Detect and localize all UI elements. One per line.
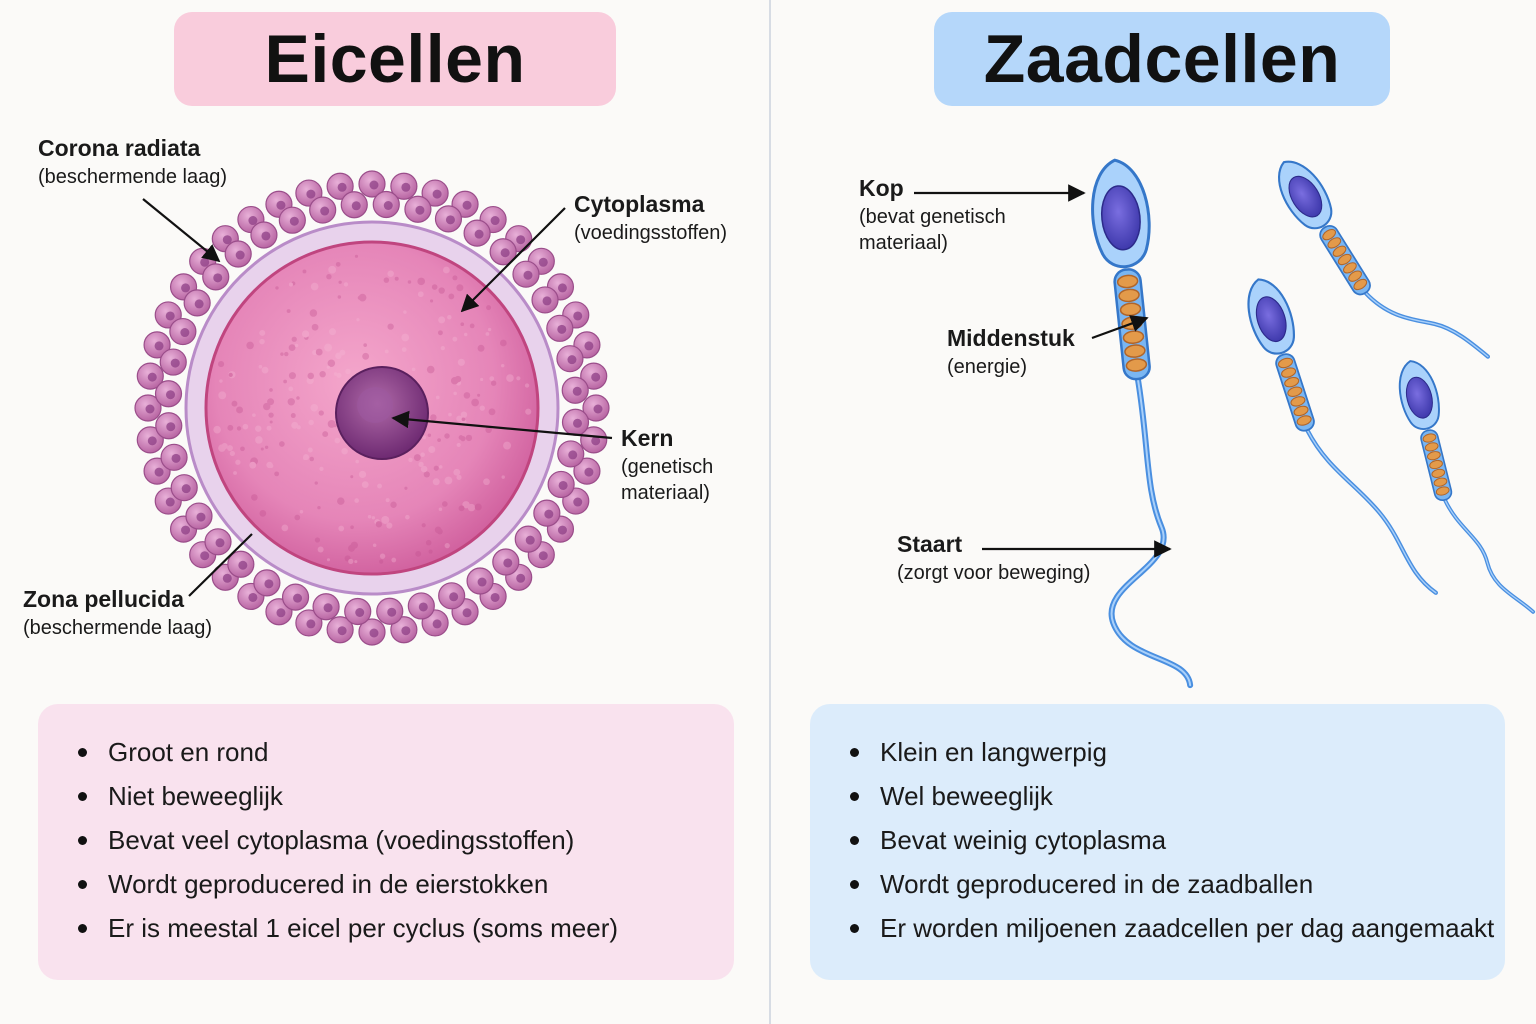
sperm-fact: Bevat weinig cytoplasma	[850, 818, 1505, 862]
sperm-facts-panel: Klein en langwerpig Wel beweeglijk Bevat…	[810, 704, 1505, 980]
sperm-cell	[1278, 160, 1491, 359]
egg-title: Eicellen	[174, 12, 616, 106]
label-nucleus-desc-1: (genetisch	[621, 455, 714, 478]
egg-pointer-lines	[142, 198, 613, 597]
label-midpiece: Middenstuk (energie)	[947, 324, 1075, 380]
sperm-pointer-lines	[914, 184, 1172, 558]
sperm-fact: Wordt geproducered in de zaadballen	[850, 862, 1505, 906]
label-cytoplasm-name: Cytoplasma	[574, 191, 705, 217]
label-tail: Staart (zorgt voor beweging)	[897, 530, 1090, 586]
label-zona-name: Zona pellucida	[23, 586, 185, 612]
sperm-fact: Er worden miljoenen zaadcellen per dag a…	[850, 906, 1505, 950]
label-tail-name: Staart	[897, 531, 963, 557]
sperm-cells	[1091, 158, 1536, 689]
label-zona-desc: (beschermende laag)	[23, 616, 212, 639]
label-corona-name: Corona radiata	[38, 135, 201, 161]
sperm-cell	[1247, 278, 1438, 595]
label-zona-pellucida: Zona pellucida (beschermende laag)	[23, 585, 212, 641]
egg-facts-panel: Groot en rond Niet beweeglijk Bevat veel…	[38, 704, 734, 980]
egg-fact: Wordt geproducered in de eierstokken	[78, 862, 734, 906]
label-head-desc-1: (bevat genetisch	[859, 205, 1006, 228]
egg-fact: Bevat veel cytoplasma (voedingsstoffen)	[78, 818, 734, 862]
egg-cell	[134, 170, 610, 646]
panel-divider	[769, 0, 771, 1024]
label-head-desc-2: materiaal)	[859, 231, 948, 254]
corona-radiata-cells	[134, 170, 610, 646]
sperm-fact: Klein en langwerpig	[850, 730, 1505, 774]
sperm-fact: Wel beweeglijk	[850, 774, 1505, 818]
label-cytoplasm-desc: (voedingsstoffen)	[574, 221, 728, 244]
label-head-name: Kop	[859, 175, 904, 201]
label-midpiece-desc: (energie)	[947, 355, 1028, 378]
sperm-cell	[1398, 360, 1536, 614]
label-nucleus-desc-2: materiaal)	[621, 481, 710, 504]
sperm-title: Zaadcellen	[934, 12, 1390, 106]
sperm-cell	[1091, 158, 1194, 689]
egg-fact: Groot en rond	[78, 730, 734, 774]
label-midpiece-name: Middenstuk	[947, 325, 1075, 351]
label-corona-radiata: Corona radiata (beschermende laag)	[38, 134, 227, 190]
label-tail-desc: (zorgt voor beweging)	[897, 561, 1091, 584]
label-cytoplasm: Cytoplasma (voedingsstoffen)	[574, 190, 727, 246]
egg-fact: Niet beweeglijk	[78, 774, 734, 818]
label-corona-desc: (beschermende laag)	[38, 165, 227, 188]
egg-facts-list: Groot en rond Niet beweeglijk Bevat veel…	[78, 730, 734, 950]
label-nucleus: Kern (genetisch materiaal)	[621, 424, 713, 506]
label-head: Kop (bevat genetisch materiaal)	[859, 174, 1006, 256]
label-nucleus-name: Kern	[621, 425, 674, 451]
egg-fact: Er is meestal 1 eicel per cyclus (soms m…	[78, 906, 734, 950]
sperm-facts-list: Klein en langwerpig Wel beweeglijk Bevat…	[850, 730, 1505, 950]
